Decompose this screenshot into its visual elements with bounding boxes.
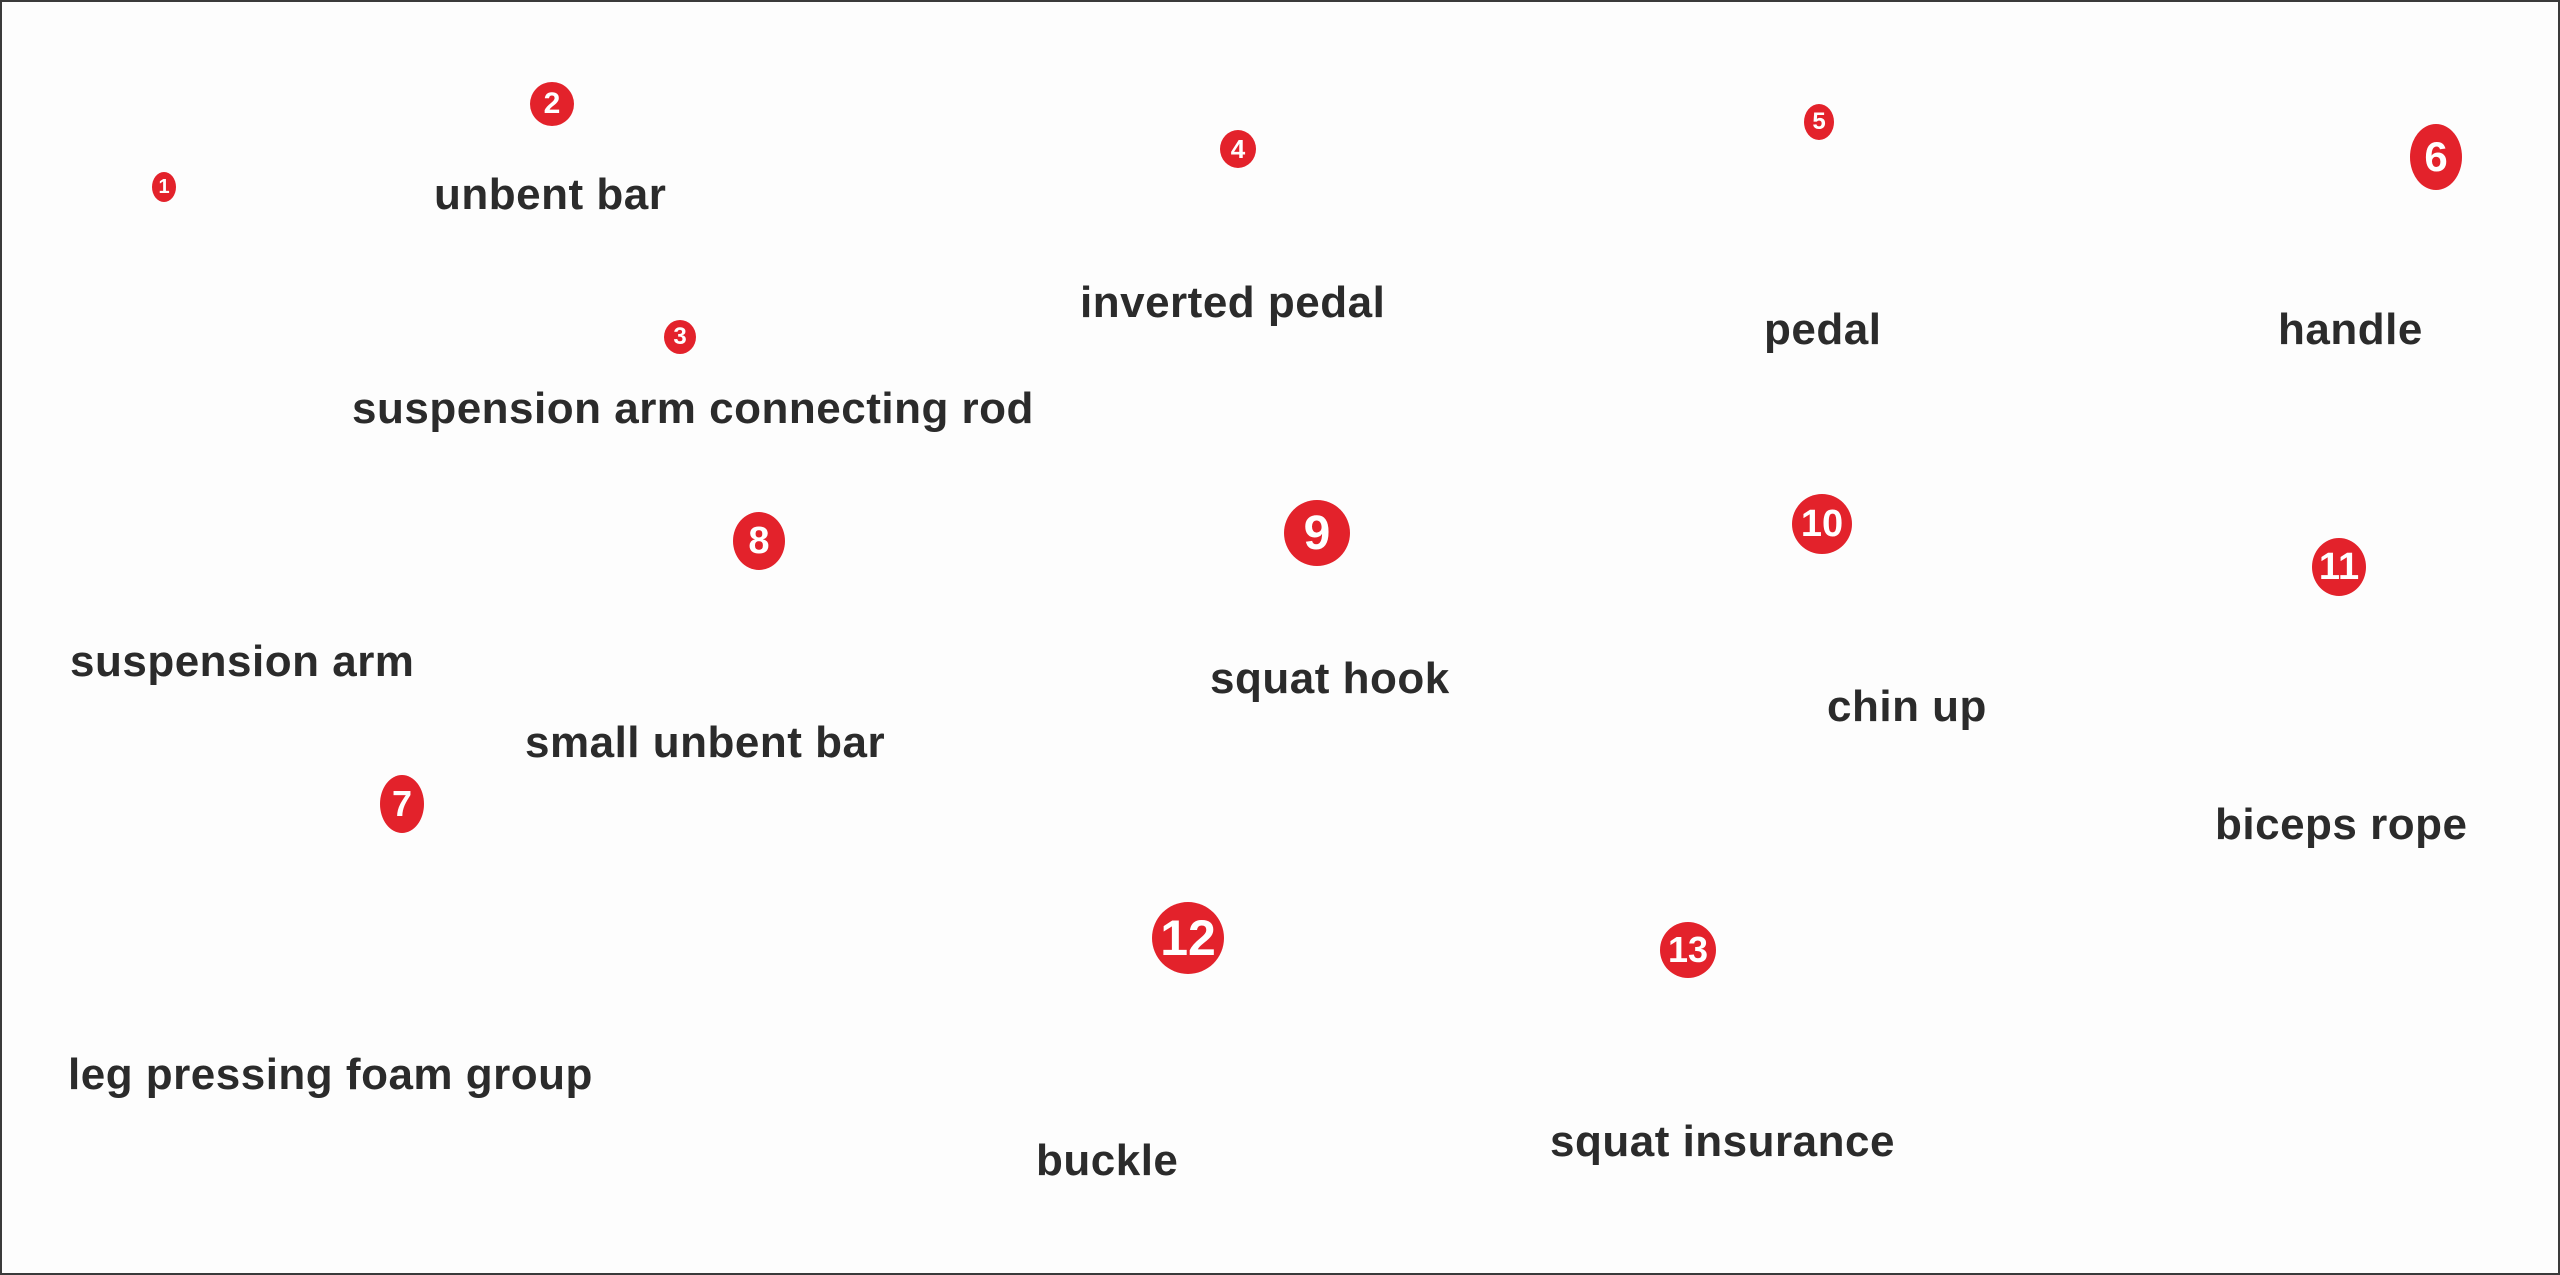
part-label: squat hook	[1210, 654, 1450, 703]
part-label: suspension arm connecting rod	[352, 384, 1034, 433]
part-number-badge: 13	[1660, 922, 1716, 978]
part-number-badge: 2	[530, 82, 574, 126]
part-number-badge: 3	[664, 320, 696, 354]
part-label: leg pressing foam group	[68, 1050, 593, 1099]
part-number-badge: 8	[733, 512, 785, 570]
part-number-badge: 1	[152, 172, 176, 202]
part-label: unbent bar	[434, 170, 667, 219]
part-number-badge: 11	[2312, 538, 2366, 596]
part-label: inverted pedal	[1080, 278, 1386, 327]
part-label: biceps rope	[2215, 800, 2468, 849]
part-number-badge: 12	[1152, 902, 1224, 974]
part-label: squat insurance	[1550, 1117, 1895, 1166]
part-label: handle	[2278, 305, 2423, 354]
part-number-badge: 10	[1792, 494, 1852, 554]
part-label: buckle	[1036, 1136, 1179, 1185]
part-label: suspension arm	[70, 637, 415, 686]
part-number-badge: 4	[1220, 130, 1256, 168]
part-number-badge: 6	[2410, 124, 2462, 190]
part-label: small unbent bar	[525, 718, 886, 767]
part-number-badge: 7	[380, 775, 424, 833]
pedal-embossed-text: FITNESS	[1766, 174, 1884, 194]
part-number-badge: 5	[1804, 104, 1834, 140]
part-label: chin up	[1827, 682, 1987, 731]
part-number-badge: 9	[1284, 500, 1350, 566]
part-label: pedal	[1764, 305, 1882, 354]
